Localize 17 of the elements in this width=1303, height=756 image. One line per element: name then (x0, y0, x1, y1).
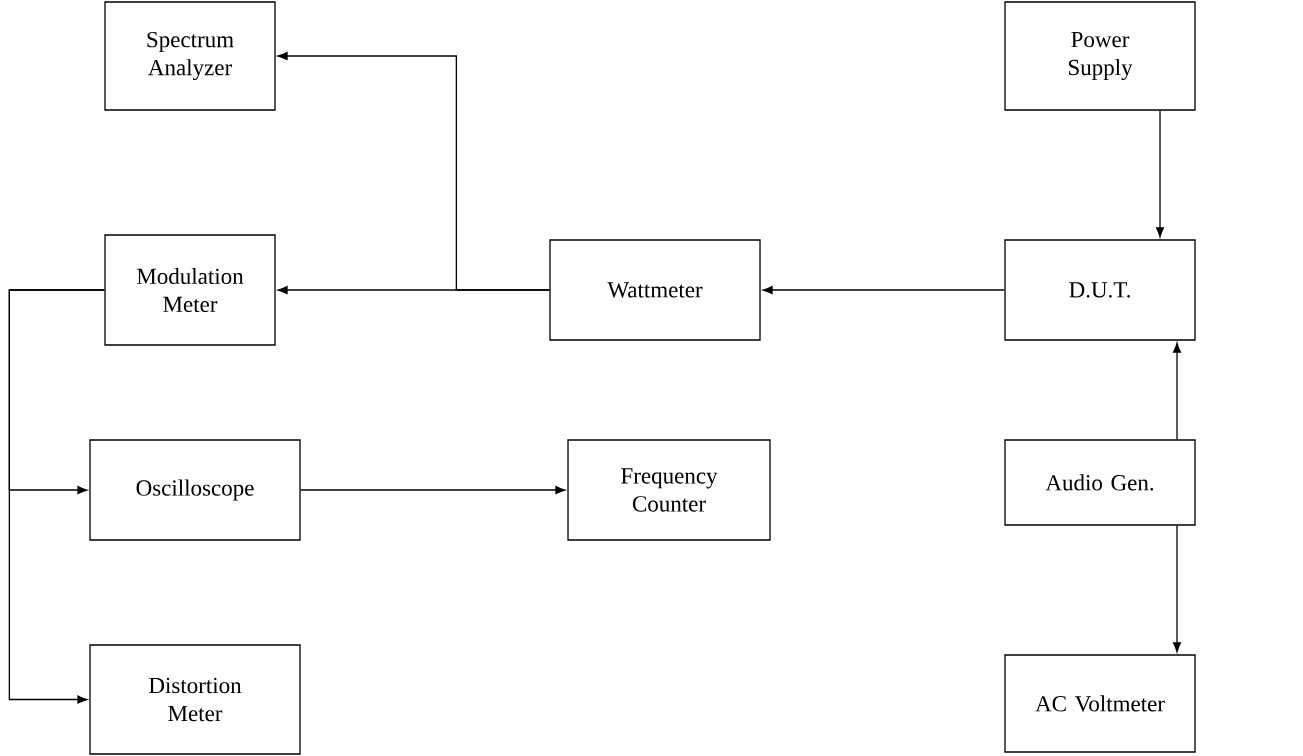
instrument-box: Spectrum Analyzer (104, 1, 276, 111)
instrument-box: Power Supply (1004, 1, 1196, 111)
instrument-box: AC Voltmeter (1004, 654, 1196, 753)
instrument-box: Audio Gen. (1004, 439, 1196, 526)
instrument-box: Wattmeter (549, 239, 761, 341)
arrow (1156, 110, 1165, 238)
instrument-box: Modulation Meter (104, 234, 276, 346)
arrow (8, 289, 105, 704)
instrument-box: D.U.T. (1004, 239, 1196, 341)
arrow (300, 486, 566, 495)
arrow (1173, 525, 1182, 653)
arrow (1173, 342, 1182, 440)
instrument-box: Frequency Counter (567, 439, 771, 541)
arrow (762, 286, 1005, 295)
arrow (277, 52, 550, 291)
instrument-box: Distortion Meter (89, 644, 301, 755)
instrument-box: Oscilloscope (89, 439, 301, 541)
